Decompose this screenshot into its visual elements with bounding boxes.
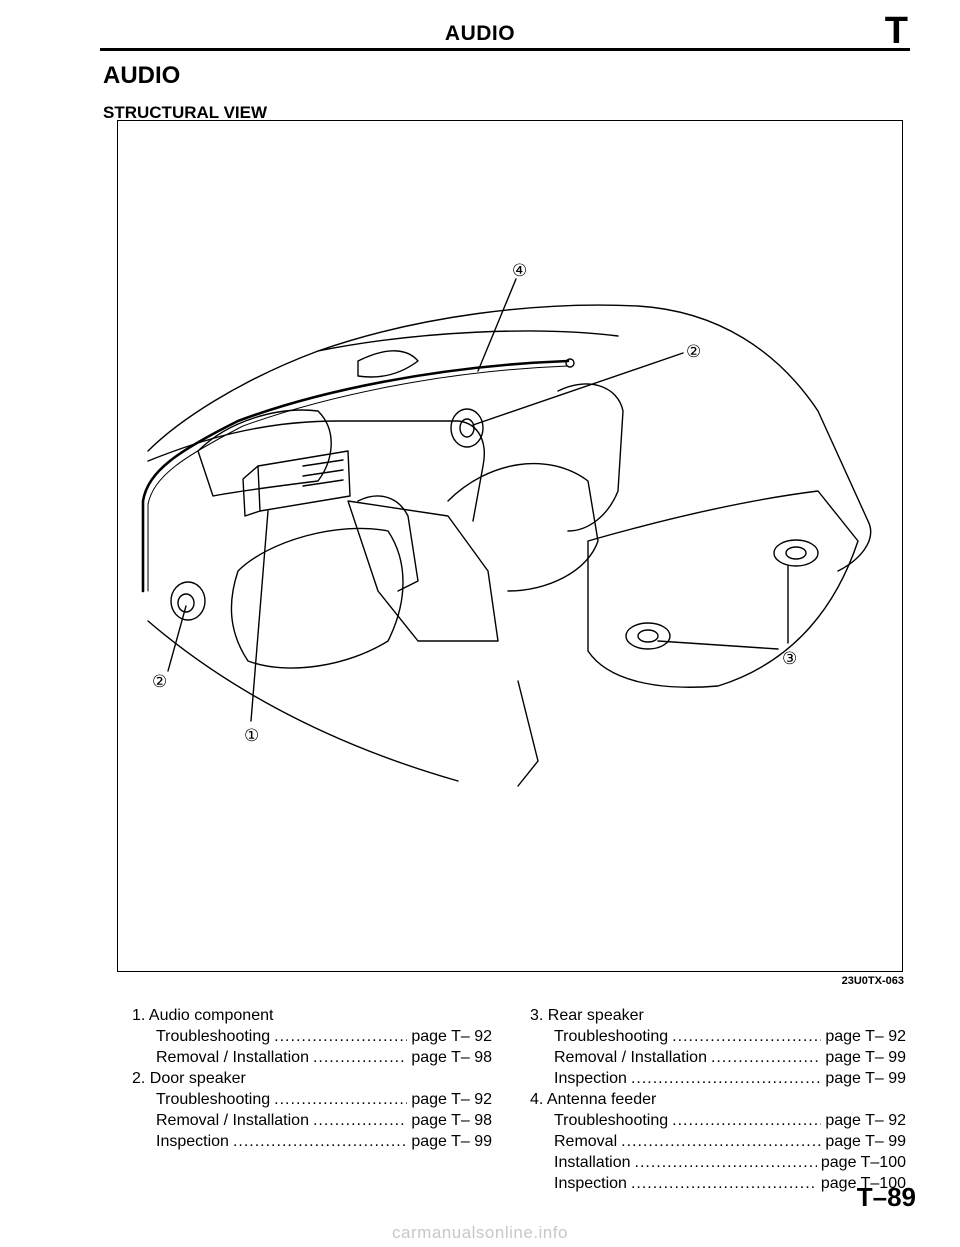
rear-speaker-right [773,539,819,567]
rear-parcel-shelf [587,490,859,688]
passenger-seat-back [557,383,624,532]
door-speaker-passenger-cone [459,418,475,438]
door-speaker-front-cone [177,593,195,613]
antenna-connector [565,358,575,368]
component-list-left: 1. Audio component Troubleshootingpage T… [132,1005,492,1152]
door-speaker-passenger [450,408,484,448]
component-entry: Inspectionpage T– 99 [132,1131,492,1152]
audio-unit [257,450,351,512]
component-entry: Installationpage T–100 [530,1152,906,1173]
component-item-door-speaker: 2. Door speaker Troubleshootingpage T– 9… [132,1068,492,1152]
leader-line-1 [250,510,269,722]
driver-seat-back [357,495,419,592]
component-list-right: 3. Rear speaker Troubleshootingpage T– 9… [530,1005,906,1194]
rear-speaker-left-cone [637,629,659,643]
rear-speaker-right-cone [785,546,807,560]
leader-line-2-right [472,352,684,426]
component-entry: Removal / Installationpage T– 98 [132,1047,492,1068]
driver-seat [230,527,404,669]
callout-2-right: ② [686,342,701,361]
component-entry: Inspectionpage T– 99 [530,1068,906,1089]
header-rule [100,48,910,51]
center-console [347,500,499,642]
audio-unit-side [242,465,261,517]
leader-line-3 [657,565,789,650]
instrument-cluster [197,409,332,497]
section-title: AUDIO [103,62,181,89]
leader-line-2-left [167,605,187,672]
door-speaker-front [170,581,206,621]
component-entry: Troubleshootingpage T– 92 [530,1026,906,1047]
component-entry: Troubleshootingpage T– 92 [132,1089,492,1110]
component-title: 4. Antenna feeder [530,1091,657,1108]
floor-line [147,620,459,782]
page-number: T–89 [856,1182,916,1212]
subsection-title: STRUCTURAL VIEW [103,103,268,122]
component-title: 2. Door speaker [132,1070,246,1087]
roof-line [317,330,619,352]
callout-4: ④ [512,261,527,280]
callout-3: ③ [782,649,797,668]
antenna-feeder-cable-inner [147,365,569,592]
component-entry: Removalpage T– 99 [530,1131,906,1152]
component-entry: Removal / Installationpage T– 99 [530,1047,906,1068]
header-section-letter: T [884,10,908,52]
figure-id: 23U0TX-063 [841,975,904,987]
car-interior-illustration: ① ② ② ③ ④ [141,261,872,787]
component-item-rear-speaker: 3. Rear speaker Troubleshootingpage T– 9… [530,1005,906,1089]
dashboard [147,420,485,522]
component-item-antenna-feeder: 4. Antenna feeder Troubleshootingpage T–… [530,1089,906,1194]
callout-1: ① [244,726,259,745]
callout-2-left: ② [152,672,167,691]
component-item-audio: 1. Audio component Troubleshootingpage T… [132,1005,492,1068]
structural-view-figure: ① ② ② ③ ④ [117,120,903,972]
defroster-vent [357,350,419,378]
component-title: 3. Rear speaker [530,1007,644,1024]
passenger-seat-cushion [447,462,599,592]
lower-body-line [517,680,539,787]
header-title: AUDIO [444,22,516,45]
component-entry: Inspectionpage T–100 [530,1173,906,1194]
antenna-feeder-cable [141,359,570,593]
component-entry: Troubleshootingpage T– 92 [530,1110,906,1131]
component-entry: Removal / Installationpage T– 98 [132,1110,492,1131]
windshield-outline [147,304,872,572]
leader-line-4 [477,278,517,372]
rear-speaker-left [625,622,671,650]
component-entry: Troubleshootingpage T– 92 [132,1026,492,1047]
audio-unit-front-detail [302,459,344,487]
component-title: 1. Audio component [132,1007,274,1024]
watermark: carmanualsonline.info [392,1223,568,1242]
